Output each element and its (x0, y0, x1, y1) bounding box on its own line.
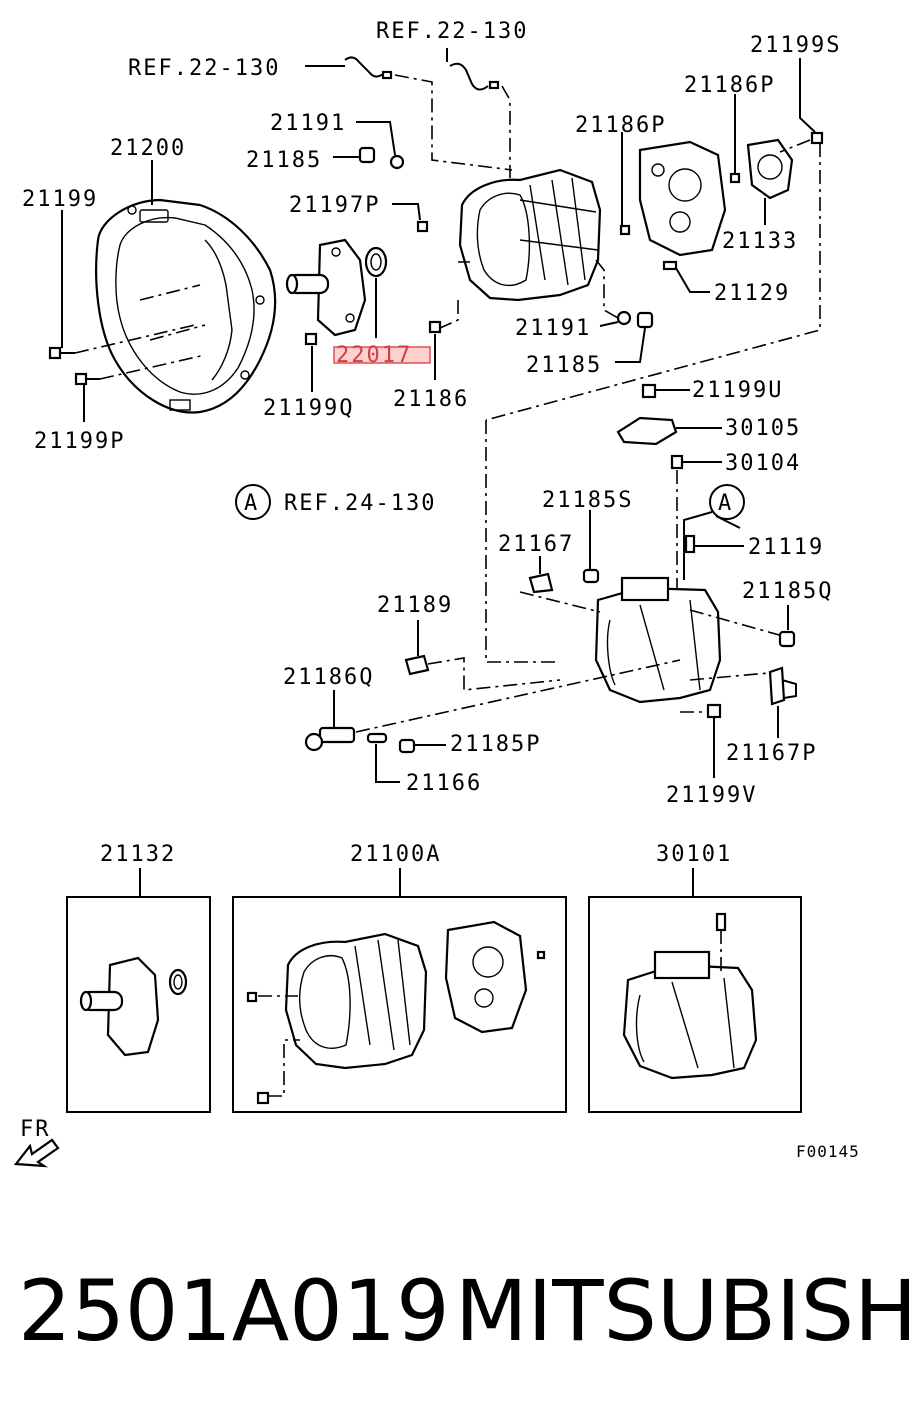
ref-24-130-label: REF.24-130 (284, 491, 436, 516)
gasket-21133 (746, 138, 794, 225)
part-21133-label: 21133 (722, 229, 798, 254)
ref-a-circle-right (683, 484, 745, 580)
part-21199S-label: 21199S (750, 33, 841, 58)
part-21199V-label: 21199V (666, 783, 757, 808)
assembly-21132-label: 21132 (100, 842, 176, 867)
ref-a-circle-left (235, 484, 271, 520)
plug-21185-mid (615, 311, 654, 363)
part-21166-label: 21166 (406, 771, 482, 796)
ref-a-right-letter: A (718, 491, 733, 516)
gasket-21191-top (356, 121, 405, 170)
front-arrow-icon (13, 1138, 60, 1168)
transmission-case (439, 168, 619, 329)
bolt-30104 (670, 454, 722, 590)
bracket-21167 (528, 556, 554, 594)
pin-21186 (428, 320, 442, 380)
assembly-box-30101 (588, 868, 802, 1113)
pin-21166 (366, 732, 400, 783)
extension-housing (519, 576, 791, 704)
part-21186Q-label: 21186Q (283, 665, 374, 690)
bracket-21167P (768, 666, 797, 738)
part-21197P-label: 21197P (289, 193, 380, 218)
plug-21185Q (778, 605, 796, 648)
part-21199-label: 21199 (22, 187, 98, 212)
pin-21186P-b (729, 94, 741, 184)
part-21199U-label: 21199U (692, 378, 783, 403)
plug-21185-top (333, 146, 376, 164)
bolt-21199U (641, 383, 690, 399)
bolt-21199S (485, 58, 824, 421)
gasket-21191-mid (599, 310, 632, 327)
part-21191-top-label: 21191 (270, 111, 346, 136)
part-22017-label: 22017 (336, 343, 412, 368)
oil-seal (364, 246, 388, 338)
part-21199Q-label: 21199Q (263, 396, 354, 421)
front-direction-label: FR (20, 1117, 51, 1142)
part-30105-label: 30105 (725, 416, 801, 441)
bolt-21199Q (304, 332, 318, 392)
part-21119-label: 21119 (748, 535, 824, 560)
highlight-22017 (333, 346, 431, 364)
assembly-30101-label: 30101 (656, 842, 732, 867)
part-21191-mid-label: 21191 (515, 316, 591, 341)
part-30104-label: 30104 (725, 451, 801, 476)
ref-a-left-letter: A (244, 491, 259, 516)
part-21185-mid-label: 21185 (526, 353, 602, 378)
part-21186P-a-label: 21186P (575, 113, 666, 138)
ref-connector-right (446, 48, 511, 178)
plug-21185P (398, 738, 446, 754)
bell-housing-21200 (95, 198, 277, 414)
plug-21185S (582, 510, 600, 584)
part-21129-label: 21129 (714, 281, 790, 306)
switch-21186Q (304, 659, 681, 752)
part-21185-top-label: 21185 (246, 148, 322, 173)
ref-connector-left (305, 56, 513, 171)
assembly-box-21100A (232, 868, 567, 1113)
bolt-21199 (48, 210, 196, 360)
part-21200-label: 21200 (110, 136, 186, 161)
pin-21119 (684, 534, 744, 554)
assembly-guide-line (485, 420, 560, 663)
figure-code: F00145 (796, 1142, 860, 1161)
rear-plate (638, 140, 727, 257)
bolt-21199P (74, 354, 206, 422)
part-21167P-label: 21167P (726, 741, 817, 766)
sensor-21189 (404, 620, 561, 691)
bolt-21199V (680, 703, 722, 778)
pin-21197P (392, 203, 429, 233)
part-21185P-label: 21185P (450, 732, 541, 757)
part-21186P-b-label: 21186P (684, 73, 775, 98)
part-21189-label: 21189 (377, 593, 453, 618)
assembly-21100A-label: 21100A (350, 842, 441, 867)
part-21185S-label: 21185S (542, 488, 633, 513)
ref-22-130-left-label: REF.22-130 (128, 56, 280, 81)
front-bearing-retainer (285, 238, 367, 337)
part-number-caption: 2501A019 (18, 1262, 450, 1360)
bolt-21129 (662, 260, 710, 293)
brand-caption: MITSUBISHI (455, 1262, 909, 1360)
part-21199P-label: 21199P (34, 429, 125, 454)
ref-22-130-top-label: REF.22-130 (376, 19, 528, 44)
pin-21186P-a (619, 132, 631, 236)
part-21186-label: 21186 (393, 387, 469, 412)
assembly-box-21132 (66, 868, 211, 1113)
gasket-30105 (616, 416, 722, 446)
part-21185Q-label: 21185Q (742, 579, 833, 604)
part-21167-label: 21167 (498, 532, 574, 557)
